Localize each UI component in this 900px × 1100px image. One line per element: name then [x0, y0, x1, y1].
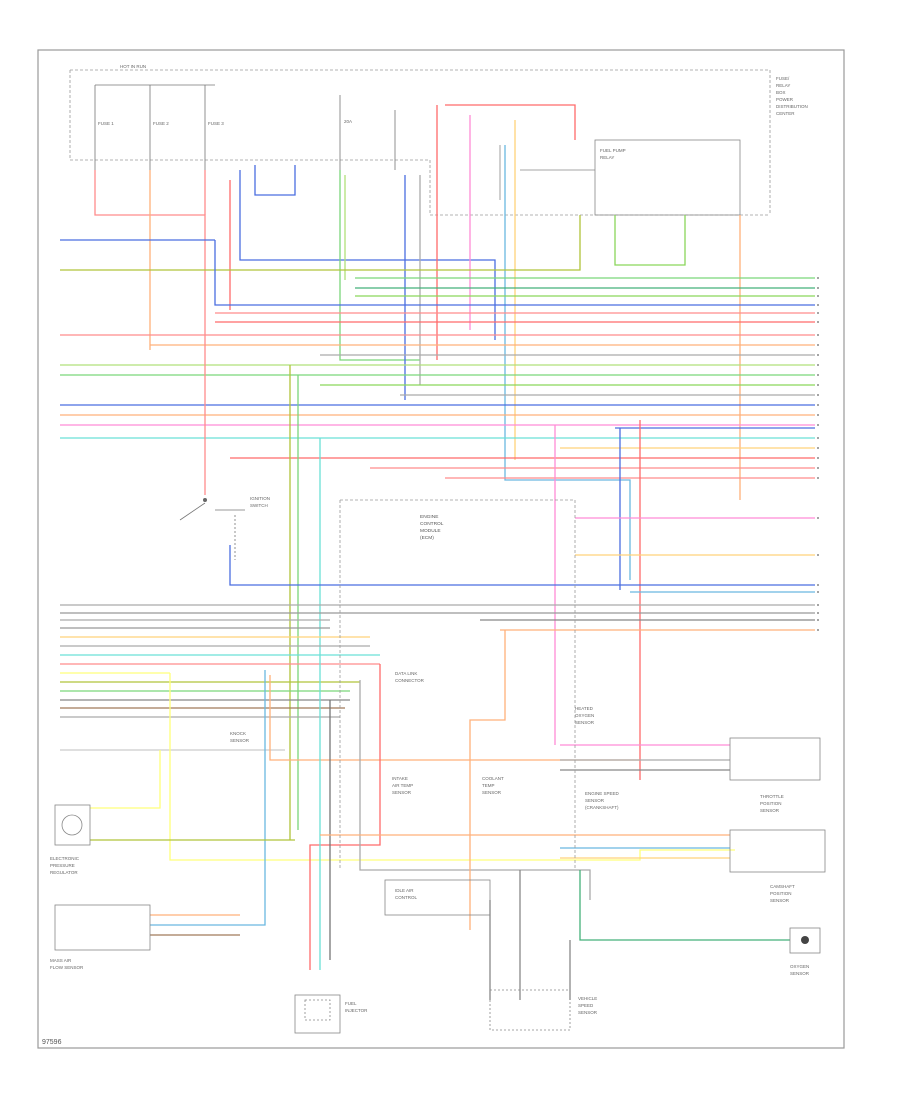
cmp-label-1: CAMSHAFT: [770, 884, 795, 889]
ckp-label-2: SENSOR: [585, 798, 605, 803]
bottom-components: FUEL INJECTOR VEHICLE SPEED SENSOR: [294, 989, 598, 1034]
left-box2-1: MASS AIR: [50, 958, 72, 963]
injector-label-1: FUEL: [345, 1001, 357, 1006]
fuse-box: HOT IN RUN FUSE/ RELAY BOX POWER DISTRIB…: [69, 64, 808, 216]
sensor-mid2-2: TEMP: [482, 783, 495, 788]
relay-label-2: RELAY: [600, 155, 614, 160]
iac-label-2: CONTROL: [395, 895, 417, 900]
iac-label-1: IDLE AIR: [395, 888, 414, 893]
ign-switch-label-2: SWITCH: [250, 503, 268, 508]
vss-label-3: SENSOR: [578, 1010, 598, 1015]
injector-label-2: INJECTOR: [345, 1008, 368, 1013]
vss-label-1: VEHICLE: [578, 996, 597, 1001]
relay-right-label-2: DISTRIBUTION: [776, 104, 808, 109]
ecm-label-3: MODULE: [420, 528, 441, 534]
hot-in-run-label: HOT IN RUN: [120, 64, 146, 69]
left-box2-2: FLOW SENSOR: [50, 965, 84, 970]
cmp-label-2: POSITION: [770, 891, 792, 896]
sensor-mid1-2: AIR TEMP: [392, 783, 413, 788]
ign-switch-label-1: IGNITION: [250, 496, 270, 501]
wire-harness: [60, 104, 815, 1000]
connector-pins: [817, 277, 819, 631]
ckp-label-3: (CRANKSHAFT): [585, 805, 619, 810]
left-box1-1: ELECTRONIC: [50, 856, 80, 861]
o2-label-2: SENSOR: [790, 971, 810, 976]
dlc-label-2: CONNECTOR: [395, 678, 425, 683]
ecm-label-1: ENGINE: [420, 514, 438, 520]
left-sensors: ELECTRONIC PRESSURE REGULATOR MASS AIR F…: [50, 804, 151, 970]
sensor-circle-icon: [61, 814, 83, 836]
ignition-switch: IGNITION SWITCH: [179, 496, 270, 560]
relay-right-label-3: CENTER: [776, 111, 795, 116]
left-box1-2: PRESSURE: [50, 863, 75, 868]
vss-label-2: SPEED: [578, 1003, 594, 1008]
footer-code: 97596: [42, 1039, 62, 1046]
ecm-label-2: CONTROL: [420, 521, 444, 527]
oxygen-sensor-icon: [801, 936, 809, 944]
sensor-mid3-1: KNOCK: [230, 731, 246, 736]
fuse-caption: 20A: [344, 119, 352, 124]
svg-text:FUSE 1: FUSE 1: [98, 121, 114, 126]
sensor-mid2-1: COOLANT: [482, 776, 504, 781]
relay-label-1: FUEL PUMP: [600, 148, 626, 153]
sensor-mid1-1: INTAKE: [392, 776, 408, 781]
ecm-box: ENGINE CONTROL MODULE (ECM) IDLE AIR CON…: [230, 499, 576, 916]
left-box1-3: REGULATOR: [50, 870, 78, 875]
tps-label-2: POSITION: [760, 801, 782, 806]
sensor-mid2-3: SENSOR: [482, 790, 502, 795]
relay-right-label-1: POWER: [776, 97, 794, 102]
right-sensors: THROTTLE POSITION SENSOR CAMSHAFT POSITI…: [575, 706, 826, 976]
tps-label-1: THROTTLE: [760, 794, 784, 799]
fuse-box-label-1: FUSE/: [776, 76, 790, 81]
tps-label-3: SENSOR: [760, 808, 780, 813]
cmp-label-3: SENSOR: [770, 898, 790, 903]
ho2s-label-3: SENSOR: [575, 720, 595, 725]
dlc-label-1: DATA LINK: [395, 671, 417, 676]
ho2s-label-1: HEATED: [575, 706, 594, 711]
svg-text:FUSE 2: FUSE 2: [153, 121, 169, 126]
o2-label-1: OXYGEN: [790, 964, 809, 969]
sensor-mid1-3: SENSOR: [392, 790, 412, 795]
svg-text:FUSE 3: FUSE 3: [208, 121, 224, 126]
ckp-label-1: ENGINE SPEED: [585, 791, 620, 796]
fuse-box-label-3: BOX: [776, 90, 786, 95]
sensor-mid3-2: SENSOR: [230, 738, 250, 743]
fuse-box-label-2: RELAY: [776, 83, 790, 88]
ho2s-label-2: OXYGEN: [575, 713, 594, 718]
diagram-frame: [37, 49, 845, 1049]
ecm-label-4: (ECM): [420, 535, 434, 541]
